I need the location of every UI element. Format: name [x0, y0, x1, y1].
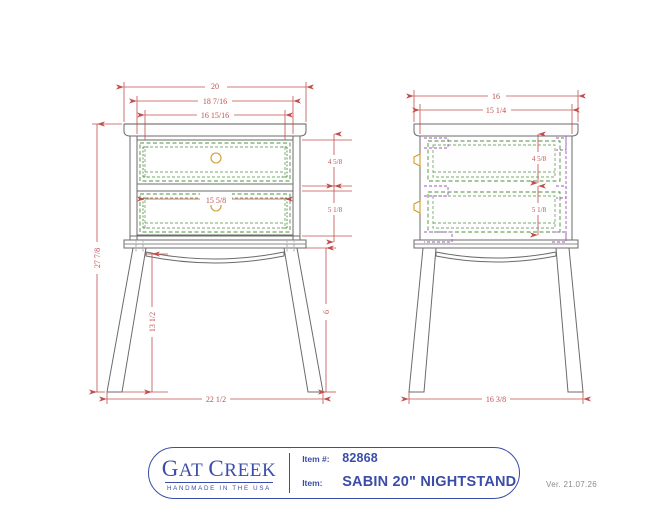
dim-side-upper-drawer-height: 4 5/8 — [532, 155, 547, 163]
knob-upper-icon — [210, 152, 222, 164]
dim-front-upper-drawer-height: 4 5/8 — [328, 158, 343, 166]
side-legs — [408, 247, 584, 393]
dim-front-base-to-apron: 6 — [322, 310, 331, 314]
dim-side-lower-drawer-height: 5 1/8 — [532, 206, 547, 214]
brand-at: AT — [178, 459, 209, 481]
item-value: SABIN 20" NIGHTSTAND — [342, 473, 517, 490]
title-block: GAT CREEK HANDMADE IN THE USA Item #: 82… — [148, 447, 520, 499]
version-text: Ver. 21.07.26 — [546, 480, 598, 489]
dimension-labels: 20 18 7/16 16 15/16 15 5/8 4 5/8 5 1/8 2… — [91, 80, 547, 405]
brand-name: GAT CREEK — [162, 457, 277, 480]
item-number-value: 82868 — [342, 450, 378, 465]
dim-front-drawer-interior-width: 15 5/8 — [206, 196, 226, 205]
brand-rule — [165, 481, 273, 483]
dim-front-bottom-spread-width: 22 1/2 — [206, 395, 226, 404]
front-legs — [106, 240, 324, 393]
dim-side-bottom-spread-depth: 16 3/8 — [486, 395, 506, 404]
brand-reek: REEK — [224, 459, 277, 481]
knob-upper-profile-icon — [413, 153, 421, 167]
item-label: Item: — [302, 477, 323, 488]
dim-front-overall-height: 27 7/8 — [93, 248, 102, 268]
brand-g: G — [161, 455, 179, 481]
dim-front-top-overall-width: 20 — [211, 82, 219, 91]
item-name-row: Item: SABIN 20" NIGHTSTAND — [302, 474, 519, 496]
item-number-label: Item #: — [302, 453, 330, 464]
dim-front-top-inner-width: 16 15/16 — [201, 111, 229, 120]
dim-side-top-overall-depth: 16 — [492, 92, 500, 101]
knob-lower-profile-icon — [413, 200, 421, 214]
dim-front-leg-height: 13 1/2 — [148, 312, 157, 332]
brand-tagline: HANDMADE IN THE USA — [166, 484, 272, 492]
title-block-divider — [289, 453, 291, 493]
brand-c: C — [208, 455, 225, 481]
dim-front-top-case-width: 18 7/16 — [203, 97, 227, 106]
brand-logo: GAT CREEK HANDMADE IN THE USA — [149, 448, 289, 498]
item-number-row: Item #: 82868 — [302, 451, 519, 474]
front-drawer-height-dimensions — [302, 131, 352, 245]
dim-side-top-case-depth: 15 1/4 — [486, 106, 506, 115]
dim-front-lower-drawer-height: 5 1/8 — [328, 206, 343, 214]
title-block-fields: Item #: 82868 Item: SABIN 20" NIGHTSTAND — [290, 448, 519, 498]
side-view-geometry — [413, 123, 579, 249]
side-drawer-knobs — [413, 153, 421, 214]
side-hardware — [424, 136, 567, 243]
